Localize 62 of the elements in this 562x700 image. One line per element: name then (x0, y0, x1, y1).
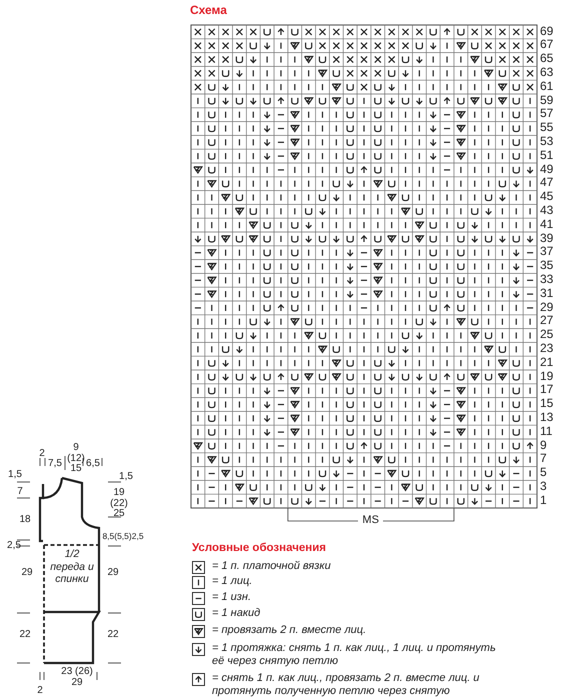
row-number: 33 (540, 272, 554, 286)
legend-heading: Условные обозначения (192, 542, 326, 554)
dimension-label: 1,5 (118, 472, 134, 482)
row-number: 57 (540, 107, 554, 120)
dimension-label: 22 (106, 630, 120, 640)
dimension-label: 23 (26) 29 (60, 667, 94, 688)
row-number: 3 (540, 480, 547, 492)
row-number: 69 (540, 24, 554, 38)
row-number: 55 (540, 121, 554, 134)
legend-text: = снять 1 п. как лиц., провязать 2 п. вместе лиц. и протянуть полученную петлю через снятую (212, 672, 480, 698)
row-number: 65 (540, 52, 554, 65)
dimension-label: 1,5 (7, 470, 23, 480)
legend-text: = провязать 2 п. вместе лиц. (212, 624, 368, 638)
dimension-label: 6,5 (85, 459, 101, 470)
chart-title: Схема (190, 3, 227, 17)
dimension-label: 8,5(5,5)2,5 (102, 532, 144, 541)
row-number: 67 (540, 38, 554, 51)
dimension-label: 2 (36, 686, 44, 696)
legend-text: = 1 лиц. (212, 575, 254, 588)
row-number: 35 (540, 259, 554, 272)
dimension-label: 2 (38, 449, 46, 460)
legend-text: = 1 накид (212, 607, 262, 620)
dimension-label: 18 (18, 515, 32, 526)
dimension-label: 19 (22) 25 (109, 488, 129, 520)
dimension-label: 9 (12) 15 (66, 443, 86, 474)
row-number: 51 (540, 148, 554, 162)
row-number: 21 (540, 356, 554, 368)
dimension-label: 22 (18, 630, 32, 640)
row-number: 31 (540, 286, 554, 300)
row-number: 29 (540, 300, 554, 314)
dimension-label: 29 (106, 568, 120, 578)
row-number: 7 (540, 452, 547, 465)
row-number: 39 (540, 232, 554, 244)
legend-text: = 1 изн. (212, 591, 252, 604)
row-number: 9 (540, 438, 547, 452)
dimension-label: 7 (16, 487, 24, 498)
row-number: 41 (540, 218, 554, 230)
row-number: 61 (540, 80, 554, 92)
row-number: 15 (540, 397, 554, 410)
row-number: 43 (540, 204, 554, 216)
row-number: 53 (540, 134, 554, 148)
row-number: 11 (540, 424, 552, 438)
row-number: 19 (540, 370, 554, 382)
row-number: 5 (540, 466, 547, 479)
dimension-label: 29 (20, 568, 34, 578)
row-number: 27 (540, 314, 554, 327)
row-number: 13 (540, 410, 554, 424)
row-number: 37 (540, 245, 554, 258)
legend-text: = 1 протяжка: снять 1 п. как лиц., 1 лиц. и протянуть её через снятую петлю (212, 642, 497, 668)
dimension-label: 7,5 (47, 459, 63, 470)
row-number: 25 (540, 328, 554, 341)
row-number: 17 (540, 383, 554, 396)
row-number: 47 (540, 176, 554, 189)
row-number: 1 (540, 494, 547, 506)
row-number: 23 (540, 342, 554, 354)
row-number: 49 (540, 162, 554, 176)
legend-text: = 1 п. платочной вязки (212, 560, 332, 574)
row-number: 63 (540, 66, 554, 78)
row-number: 59 (540, 94, 554, 106)
garment-label: 1/2 переда и спинки (49, 548, 95, 586)
row-number: 45 (540, 190, 554, 203)
dimension-label: 2,5 (6, 541, 22, 552)
